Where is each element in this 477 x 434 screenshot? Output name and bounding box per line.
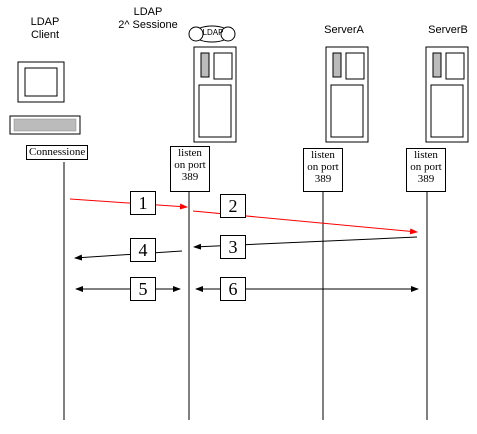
step-3-box: 3 <box>220 235 246 259</box>
listen-box-line: listen <box>178 147 202 159</box>
listen-box-port: 389 <box>181 171 199 183</box>
session-badge: LDAP <box>202 28 224 37</box>
listen-box-port: 389 <box>417 173 435 185</box>
arrow-4 <box>74 250 183 261</box>
session-title: LDAP 2^ Sessione <box>108 6 188 32</box>
listen-box-port: 389 <box>314 173 332 185</box>
client-title-line1: LDAP <box>30 16 60 28</box>
listen-box-serverb: listen on port 389 <box>406 148 446 192</box>
step-4-box: 4 <box>130 238 156 262</box>
arrow-1-red <box>69 198 188 210</box>
step-5-box: 5 <box>130 277 156 301</box>
serverb-title: ServerB <box>428 24 468 36</box>
listen-box-servera: listen on port 389 <box>303 148 343 192</box>
step-2-box: 2 <box>220 194 246 218</box>
client-title: LDAP Client <box>20 16 70 42</box>
listen-box-session: listen on port 389 <box>170 146 210 192</box>
servera-title: ServerA <box>324 24 364 36</box>
session-title-line2: 2^ Sessione <box>118 19 178 31</box>
listen-box-line: listen <box>414 149 438 161</box>
listen-box-line: on port <box>307 161 339 173</box>
listen-box-line: on port <box>410 161 442 173</box>
session-server-icon <box>188 25 237 143</box>
listen-box-line: listen <box>311 149 335 161</box>
session-title-line1: LDAP <box>133 6 163 18</box>
listen-box-line: on port <box>174 159 206 171</box>
connection-label: Connessione <box>26 145 89 160</box>
serverb-icon <box>425 46 469 143</box>
step-1-box: 1 <box>130 191 156 215</box>
client-computer-icon <box>9 61 81 135</box>
servera-icon <box>325 46 369 143</box>
client-title-line2: Client <box>30 29 60 41</box>
step-6-box: 6 <box>220 277 246 301</box>
